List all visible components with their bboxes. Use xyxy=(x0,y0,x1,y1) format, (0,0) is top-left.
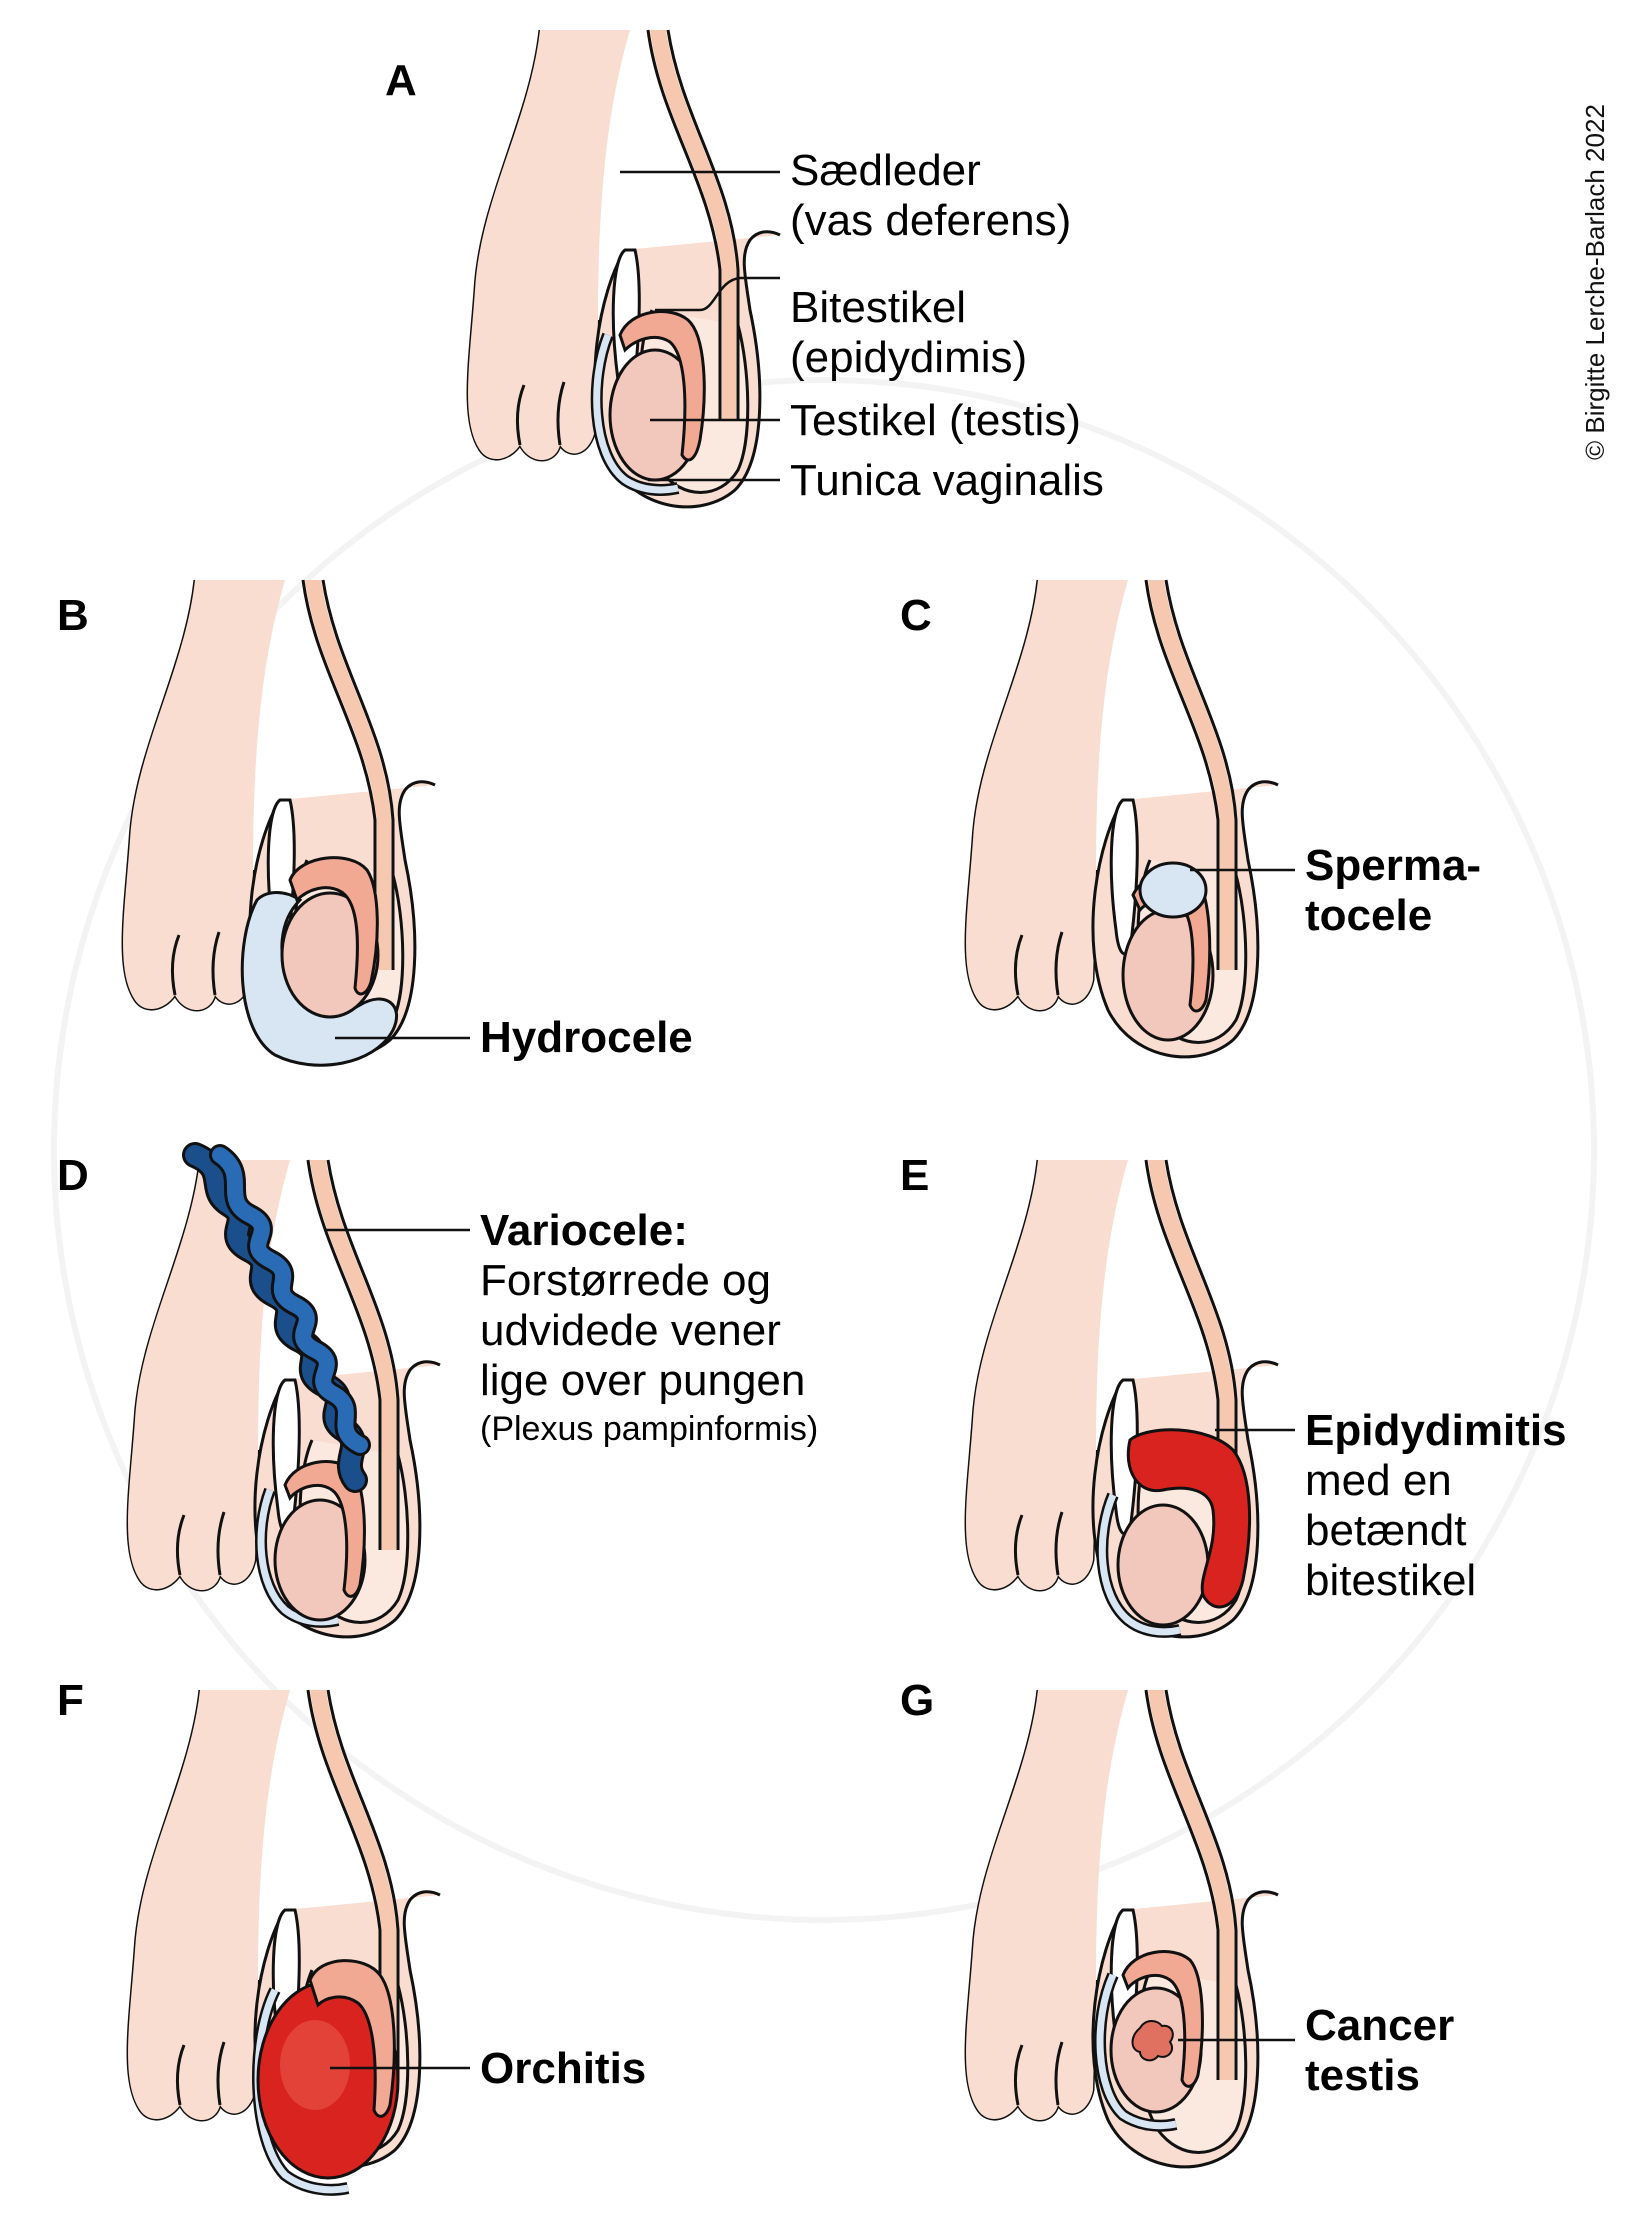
panel-letter-f: F xyxy=(57,1676,84,1725)
label-epidydimitis-2: betændt xyxy=(1305,1506,1466,1555)
label-orchitis: Orchitis xyxy=(480,2044,646,2093)
label-epidydimitis-3: bitestikel xyxy=(1305,1556,1476,1605)
panel-g: G Cancer testis xyxy=(900,1676,1454,2169)
label-epidydimitis-1: med en xyxy=(1305,1456,1452,1505)
label-epi-sub: (epidydimis) xyxy=(790,333,1027,382)
panel-e-anatomy xyxy=(964,1158,1280,1639)
label-variocele-3: lige over pungen xyxy=(480,1356,805,1405)
panel-letter-a: A xyxy=(385,56,417,105)
copyright-text: © Birgitte Lerche-Barlach 2022 xyxy=(1580,104,1610,460)
label-vas-sub: (vas deferens) xyxy=(790,196,1071,245)
label-cancer-2: testis xyxy=(1305,2051,1420,2100)
label-epidydimitis-title: Epidydimitis xyxy=(1305,1406,1567,1455)
label-variocele-1: Forstørrede og xyxy=(480,1256,771,1305)
label-tunica: Tunica vaginalis xyxy=(790,456,1104,505)
panel-b-anatomy xyxy=(121,578,437,1067)
label-hydrocele: Hydrocele xyxy=(480,1013,693,1062)
label-spermatocele-2: tocele xyxy=(1305,891,1432,940)
panel-letter-c: C xyxy=(900,591,932,640)
panel-letter-d: D xyxy=(57,1151,89,1200)
panel-c: C Sperma- tocele xyxy=(900,578,1481,1059)
panel-a: A Sædleder (vas deferens) Bitestikel (ep… xyxy=(385,28,1104,509)
panel-c-anatomy xyxy=(964,578,1280,1059)
watermark-circle xyxy=(51,377,1597,1923)
label-cancer-1: Cancer xyxy=(1305,2001,1454,2050)
panel-f: F Orchitis xyxy=(57,1676,646,2196)
panel-letter-g: G xyxy=(900,1676,934,1725)
label-vas: Sædleder xyxy=(790,146,981,195)
leader-epi xyxy=(655,276,780,312)
panel-b: B Hydrocele xyxy=(57,578,693,1067)
panel-letter-e: E xyxy=(900,1151,929,1200)
label-variocele-2: udvidede vener xyxy=(480,1306,781,1355)
label-epi: Bitestikel xyxy=(790,283,966,332)
panel-e: E Epidydimitis med en betændt bitestikel xyxy=(900,1151,1567,1639)
panel-a-anatomy xyxy=(466,28,782,509)
panel-d: D Variocele: Forstørrede og udvidede ven… xyxy=(57,1142,818,1639)
label-variocele-4: (Plexus pampinformis) xyxy=(480,1410,818,1448)
panel-d-anatomy xyxy=(126,1142,442,1639)
panel-f-anatomy xyxy=(126,1688,442,2196)
panel-letter-b: B xyxy=(57,591,89,640)
label-variocele-title: Variocele: xyxy=(480,1206,688,1255)
label-testis: Testikel (testis) xyxy=(790,396,1081,445)
label-spermatocele-1: Sperma- xyxy=(1305,841,1481,890)
panel-g-anatomy xyxy=(964,1688,1280,2169)
